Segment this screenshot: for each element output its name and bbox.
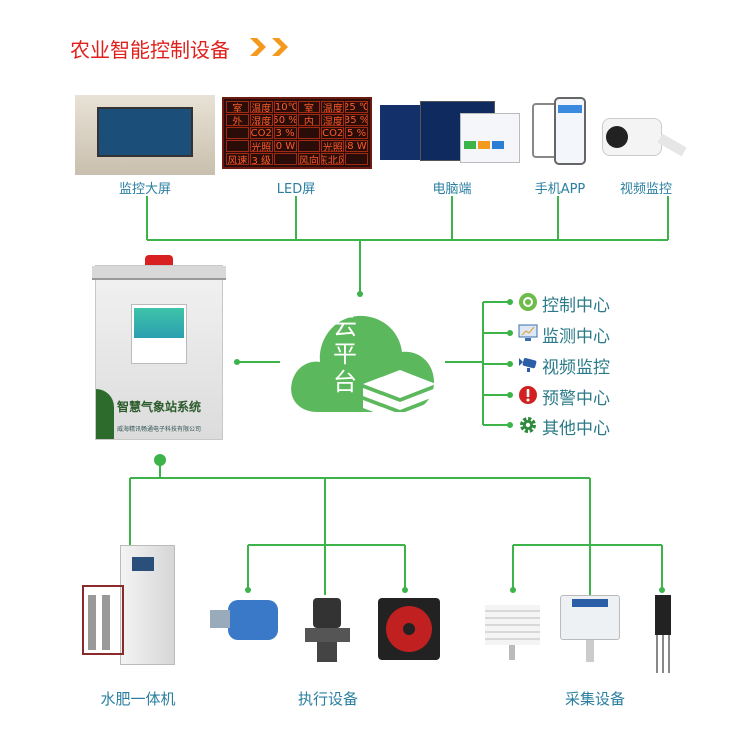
weather-station-cabinet: 智慧气象站系统 威海精讯畅通电子科技有限公司 xyxy=(92,265,226,440)
valve-icon xyxy=(305,598,350,663)
center-label: 视频监控 xyxy=(542,358,610,378)
group-label: 执行设备 xyxy=(297,690,358,708)
cabinet-name: 智慧气象站系统 xyxy=(116,400,201,414)
led-cell: 光照 xyxy=(321,140,345,152)
led-cell: CO2 xyxy=(249,127,273,139)
exhaust-fan-icon xyxy=(378,598,440,660)
gear-icon xyxy=(520,417,536,433)
cloud-platform-icon xyxy=(291,315,436,422)
device-label: LED屏 xyxy=(276,182,316,197)
device-label: 电脑端 xyxy=(432,182,472,197)
led-cell: 外 xyxy=(226,114,249,126)
led-cell xyxy=(345,153,368,165)
monitor-chart-icon xyxy=(518,324,538,341)
center-label: 监测中心 xyxy=(542,327,610,347)
camera-icon xyxy=(519,358,537,372)
led-cell: 50 % xyxy=(273,114,297,126)
led-cell: 东北风 xyxy=(321,153,345,165)
soil-probe-icon xyxy=(650,595,675,675)
led-cell: 室 xyxy=(297,101,321,113)
led-cell: 80 WL xyxy=(273,140,297,152)
led-cell xyxy=(226,127,249,139)
led-cell: 温度 xyxy=(321,101,345,113)
led-cell xyxy=(273,153,297,165)
chevron-right-icon xyxy=(250,38,266,56)
page-title: 农业智能控制设备 xyxy=(70,38,230,62)
led-cell: 5 % xyxy=(345,127,368,139)
led-cell xyxy=(226,140,249,152)
device-label: 视频监控 xyxy=(619,182,672,197)
fertigation-machine-icon xyxy=(80,545,180,670)
monitor-wall-icon xyxy=(75,95,215,175)
device-label: 手机APP xyxy=(534,182,586,197)
led-cell: -10℃ xyxy=(273,101,297,113)
group-label: 水肥一体机 xyxy=(100,690,176,708)
led-cell xyxy=(297,140,321,152)
led-cell: 3 级 xyxy=(249,153,273,165)
led-cell: CO2 xyxy=(321,127,345,139)
phone-app-icon xyxy=(532,95,590,170)
center-label: 其他中心 xyxy=(542,419,610,439)
sensor-shelter-icon xyxy=(485,605,540,660)
led-cell: 湿度 xyxy=(249,114,273,126)
motor-icon xyxy=(208,595,288,650)
alert-icon xyxy=(519,386,537,404)
chevron-right-icon xyxy=(272,38,288,56)
led-cell: 35 % xyxy=(345,114,368,126)
security-camera-icon xyxy=(598,100,690,170)
cabinet-company: 威海精讯畅通电子科技有限公司 xyxy=(116,426,201,433)
cloud-label: 云平台 xyxy=(333,312,357,396)
led-cell: 68 WL xyxy=(345,140,368,152)
led-cell: 光照 xyxy=(249,140,273,152)
center-label: 预警中心 xyxy=(542,389,610,409)
led-cell: 内 xyxy=(297,114,321,126)
led-cell: 25 ℃ xyxy=(345,101,368,113)
device-label: 监控大屏 xyxy=(118,182,171,197)
led-cell: 3 % xyxy=(273,127,297,139)
led-cell xyxy=(297,127,321,139)
led-cell: 温度 xyxy=(249,101,273,113)
led-cell: 风速 xyxy=(226,153,249,165)
desktop-dashboard-icon xyxy=(380,97,520,170)
led-cell: 风向 xyxy=(297,153,321,165)
target-icon xyxy=(519,293,537,311)
led-cell: 湿度 xyxy=(321,114,345,126)
led-cell: 室 xyxy=(226,101,249,113)
center-label: 控制中心 xyxy=(542,296,610,316)
sensor-box-icon xyxy=(560,595,620,665)
group-label: 采集设备 xyxy=(564,690,625,708)
